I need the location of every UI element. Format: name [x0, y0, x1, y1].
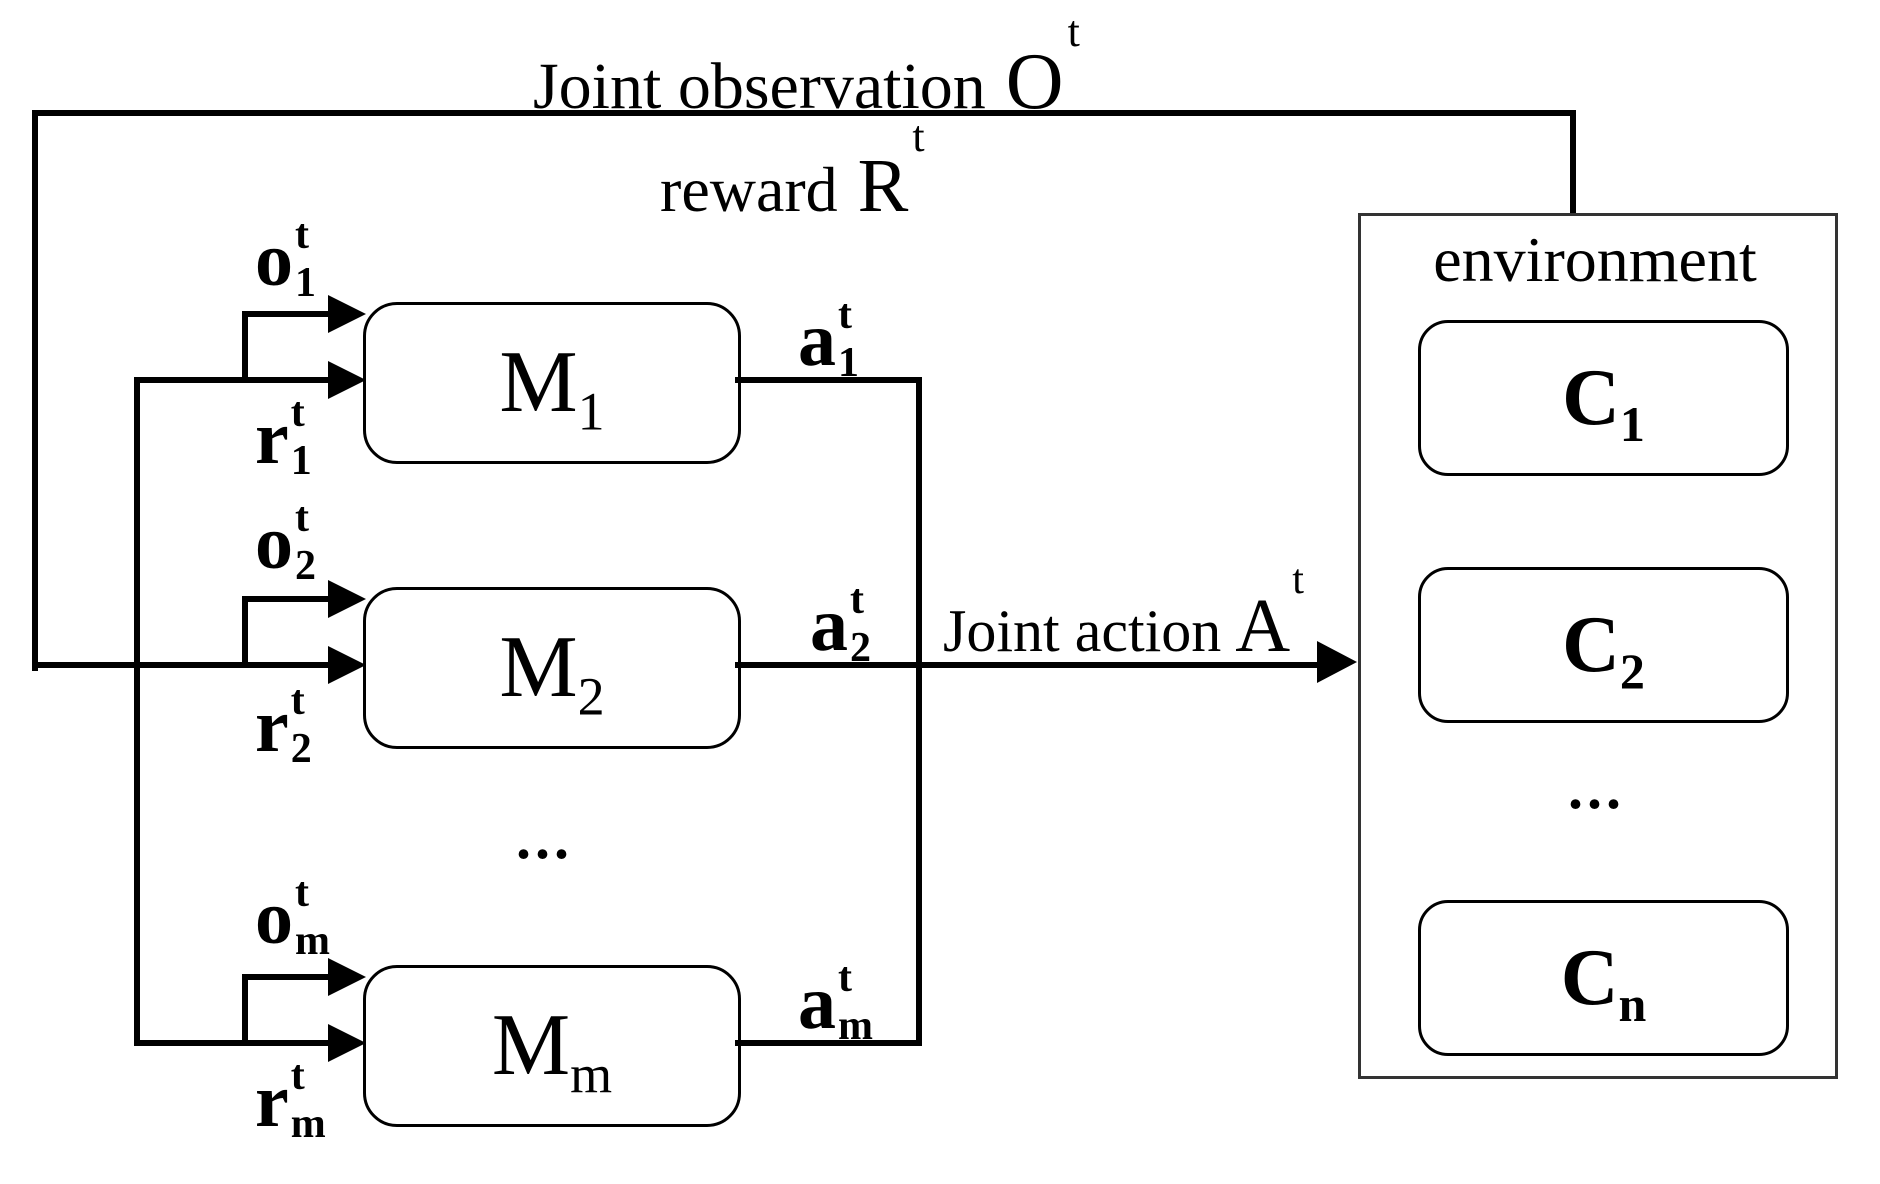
reward-input-line-mm: [134, 1040, 332, 1046]
joint-action-text: Joint action: [943, 598, 1222, 664]
agent-box-mm-label: Mm: [491, 997, 613, 1105]
agent-box-mm: Mm: [363, 965, 741, 1127]
feedback-line-inner-vertical: [134, 377, 140, 1046]
joint-observation-label: Joint observation Ot: [533, 7, 1080, 126]
feedback-line-top: [32, 110, 1576, 116]
reward-symbol: Rt: [857, 111, 925, 228]
reward-arrowhead-m1: [328, 361, 366, 399]
component-box-c1: C1: [1418, 320, 1789, 476]
joint-action-symbol: At: [1235, 556, 1304, 668]
agent-box-m2-label: M2: [499, 619, 605, 727]
action-line-m1: [735, 377, 922, 383]
action-trunk-vertical: [916, 377, 922, 1046]
agent-box-m2: M2: [363, 587, 741, 749]
reward-arrowhead-m2: [328, 646, 366, 684]
observation-arrowhead-m2: [328, 580, 366, 618]
joint-action-arrowhead: [1317, 641, 1357, 683]
joint-action-label: Joint action At: [943, 556, 1304, 668]
feedback-line-drop-to-environment: [1570, 110, 1576, 217]
action-line-mm: [735, 1040, 922, 1046]
environment-ellipsis: ...: [1568, 755, 1625, 821]
observation-elbow-mm: [242, 974, 248, 1046]
component-box-c2-label: C2: [1562, 601, 1645, 699]
observation-input-line-mm: [242, 974, 332, 980]
agent-box-m1-label: M1: [499, 334, 605, 442]
joint-observation-symbol: Ot: [1005, 7, 1080, 126]
component-box-cn-label: Cn: [1560, 934, 1647, 1032]
feedback-line-outer-vertical: [32, 110, 38, 671]
agent-box-m1: M1: [363, 302, 741, 464]
reward-input-line-m2: [32, 662, 332, 668]
component-box-c2: C2: [1418, 567, 1789, 723]
reward-arrowhead-mm: [328, 1024, 366, 1062]
observation-input-line-m1: [242, 311, 332, 317]
environment-label: environment: [1433, 224, 1757, 295]
observation-arrowhead-mm: [328, 958, 366, 996]
reward-input-line-m1: [134, 377, 332, 383]
observation-elbow-m1: [242, 311, 248, 383]
joint-observation-text: Joint observation: [533, 50, 986, 123]
action-line-m2-joint: [735, 662, 1322, 668]
reward-text: reward: [660, 154, 838, 225]
agents-ellipsis: ...: [516, 805, 573, 871]
observation-elbow-m2: [242, 596, 248, 668]
observation-input-line-m2: [242, 596, 332, 602]
observation-arrowhead-m1: [328, 295, 366, 333]
component-box-c1-label: C1: [1562, 354, 1645, 452]
reward-label: reward Rt: [660, 111, 925, 228]
component-box-cn: Cn: [1418, 900, 1789, 1056]
